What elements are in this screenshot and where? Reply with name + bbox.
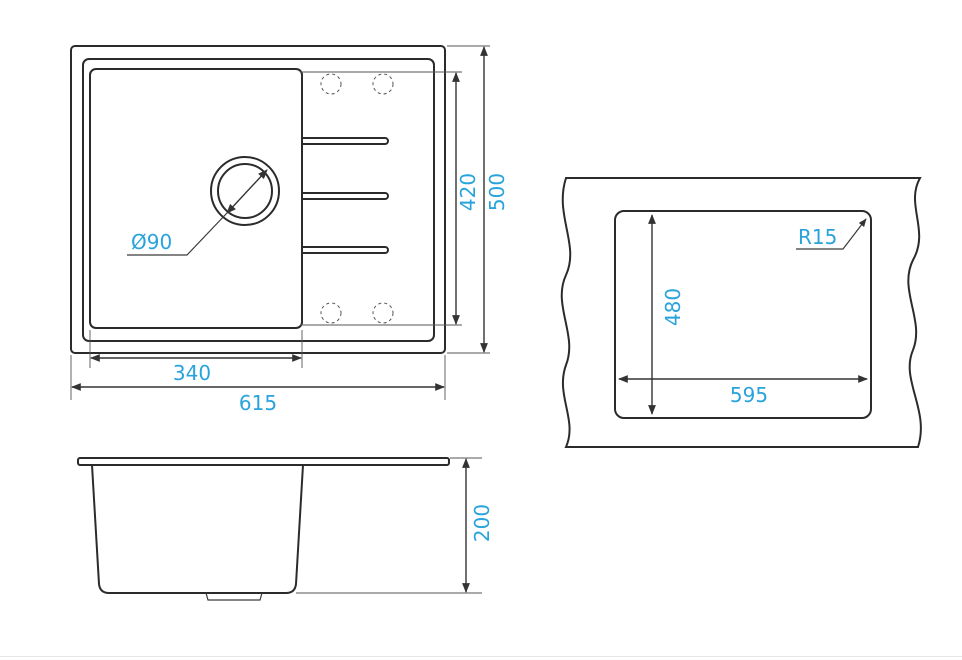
dim-bowl-width-label: 340 bbox=[173, 361, 211, 385]
sink-side-bowl bbox=[91, 464, 304, 594]
drainboard-rib-2 bbox=[303, 192, 389, 200]
corner-radius-label: R15 bbox=[798, 225, 837, 249]
tap-hole-1 bbox=[320, 73, 342, 95]
dim-overall-width-label: 615 bbox=[239, 391, 277, 415]
dim-bowl-length-label: 420 bbox=[456, 173, 480, 211]
drain-outer-circle bbox=[210, 156, 280, 226]
dim-cutout-length-label: 480 bbox=[661, 288, 685, 326]
dim-cutout-width-label: 595 bbox=[730, 383, 768, 407]
drain-outlet bbox=[205, 592, 263, 601]
bottom-divider bbox=[0, 656, 962, 657]
drain-diameter-arrow bbox=[226, 169, 268, 214]
dim-depth-label: 200 bbox=[470, 504, 494, 542]
drainboard-rib-1 bbox=[303, 137, 389, 145]
top-view: Ø90 340 615 420 500 bbox=[70, 45, 509, 415]
cutout-opening bbox=[614, 210, 872, 419]
tap-hole-3 bbox=[320, 302, 342, 324]
drainboard-rib-3 bbox=[303, 246, 389, 254]
countertop-outline bbox=[560, 177, 922, 448]
tap-hole-2 bbox=[372, 73, 394, 95]
drain-leader-line bbox=[127, 212, 228, 256]
drain-inner-circle bbox=[217, 163, 273, 219]
sink-inner-rim bbox=[82, 58, 435, 342]
sink-outer-rim bbox=[70, 45, 446, 354]
dim-overall-length-label: 500 bbox=[485, 173, 509, 211]
tap-hole-4 bbox=[372, 302, 394, 324]
corner-radius-leader bbox=[796, 218, 867, 250]
sink-side-rim bbox=[77, 457, 450, 466]
cutout-view: 480 595 R15 bbox=[560, 177, 922, 448]
side-view: 200 bbox=[77, 457, 494, 601]
drain-diameter-label: Ø90 bbox=[131, 230, 172, 254]
sink-bowl bbox=[89, 68, 303, 329]
